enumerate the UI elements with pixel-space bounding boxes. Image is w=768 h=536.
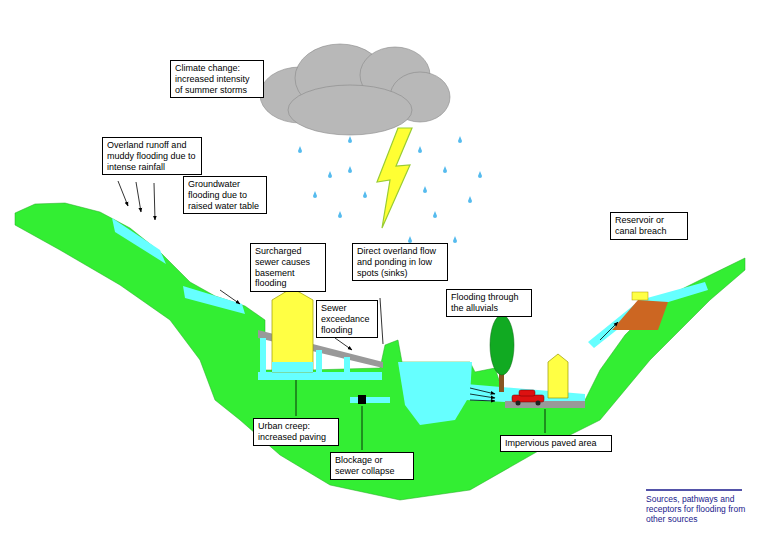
- cloud: [260, 44, 450, 135]
- sewer-pipe: [344, 357, 350, 376]
- ground: [15, 203, 745, 500]
- paved-area: [505, 401, 585, 408]
- caption: Sources, pathways and receptors for floo…: [646, 494, 756, 525]
- raindrop: [458, 136, 462, 143]
- callout-text: Climate change: increased intensity of s…: [175, 63, 259, 95]
- groundwater: [183, 286, 245, 314]
- raindrop: [408, 236, 412, 243]
- callout-text: Overland runoff and muddy flooding due t…: [107, 140, 197, 172]
- house: [548, 354, 568, 398]
- sewer-pipe: [316, 350, 322, 376]
- callout-box: Direct overland flow and ponding in low …: [352, 243, 448, 281]
- callout-text: Sewer exceedance flooding: [321, 303, 373, 335]
- callout-box: Urban creep: increased paving: [253, 418, 339, 446]
- raindrop: [363, 191, 367, 198]
- river: [398, 362, 472, 425]
- callout-text: Blockage or sewer collapse: [335, 455, 409, 477]
- building: [272, 288, 313, 372]
- raindrop: [328, 171, 332, 178]
- basement-water: [272, 362, 313, 372]
- blockage: [358, 396, 366, 404]
- raindrop: [338, 211, 342, 218]
- raindrop: [423, 186, 427, 193]
- callout-box: Impervious paved area: [500, 435, 612, 452]
- raindrop: [453, 236, 457, 243]
- raindrop: [418, 146, 422, 153]
- callout-text: Surcharged sewer causes basement floodin…: [255, 246, 321, 289]
- raindrop: [468, 196, 472, 203]
- callout-box: Groundwater flooding due to raised water…: [183, 176, 267, 214]
- callout-box: Blockage or sewer collapse: [330, 452, 414, 480]
- leader-lines: [118, 181, 618, 450]
- raindrop: [298, 146, 302, 153]
- callout-box: Overland runoff and muddy flooding due t…: [102, 137, 202, 175]
- blockage: [358, 395, 366, 404]
- callout-text: Groundwater flooding due to raised water…: [188, 179, 262, 211]
- dam-building: [632, 292, 648, 300]
- raindrop: [478, 171, 482, 178]
- sewer-pipe: [350, 397, 390, 403]
- sewer-pipe: [260, 338, 266, 376]
- slope-water: [588, 282, 708, 348]
- runoff-water: [112, 218, 166, 264]
- raindrop: [313, 191, 317, 198]
- car: [512, 390, 544, 406]
- raindrop: [348, 166, 352, 173]
- dam: [612, 300, 668, 330]
- callout-text: Flooding through the alluvials: [451, 292, 527, 314]
- callout-box: Sewer exceedance flooding: [316, 300, 378, 338]
- tree: [490, 315, 514, 375]
- callout-text: Reservoir or canal breach: [615, 215, 683, 237]
- callout-box: Climate change: increased intensity of s…: [170, 60, 264, 98]
- raindrop: [433, 211, 437, 218]
- raindrop: [348, 136, 352, 143]
- callout-text: Impervious paved area: [505, 438, 607, 449]
- callout-box: Surcharged sewer causes basement floodin…: [250, 243, 326, 292]
- caption-rule: [646, 489, 742, 491]
- callout-box: Flooding through the alluvials: [446, 289, 532, 317]
- lightning: [377, 128, 412, 228]
- callout-text: Direct overland flow and ponding in low …: [357, 246, 443, 278]
- raindrop: [443, 166, 447, 173]
- callout-text: Urban creep: increased paving: [258, 421, 334, 443]
- callout-box: Reservoir or canal breach: [610, 212, 688, 240]
